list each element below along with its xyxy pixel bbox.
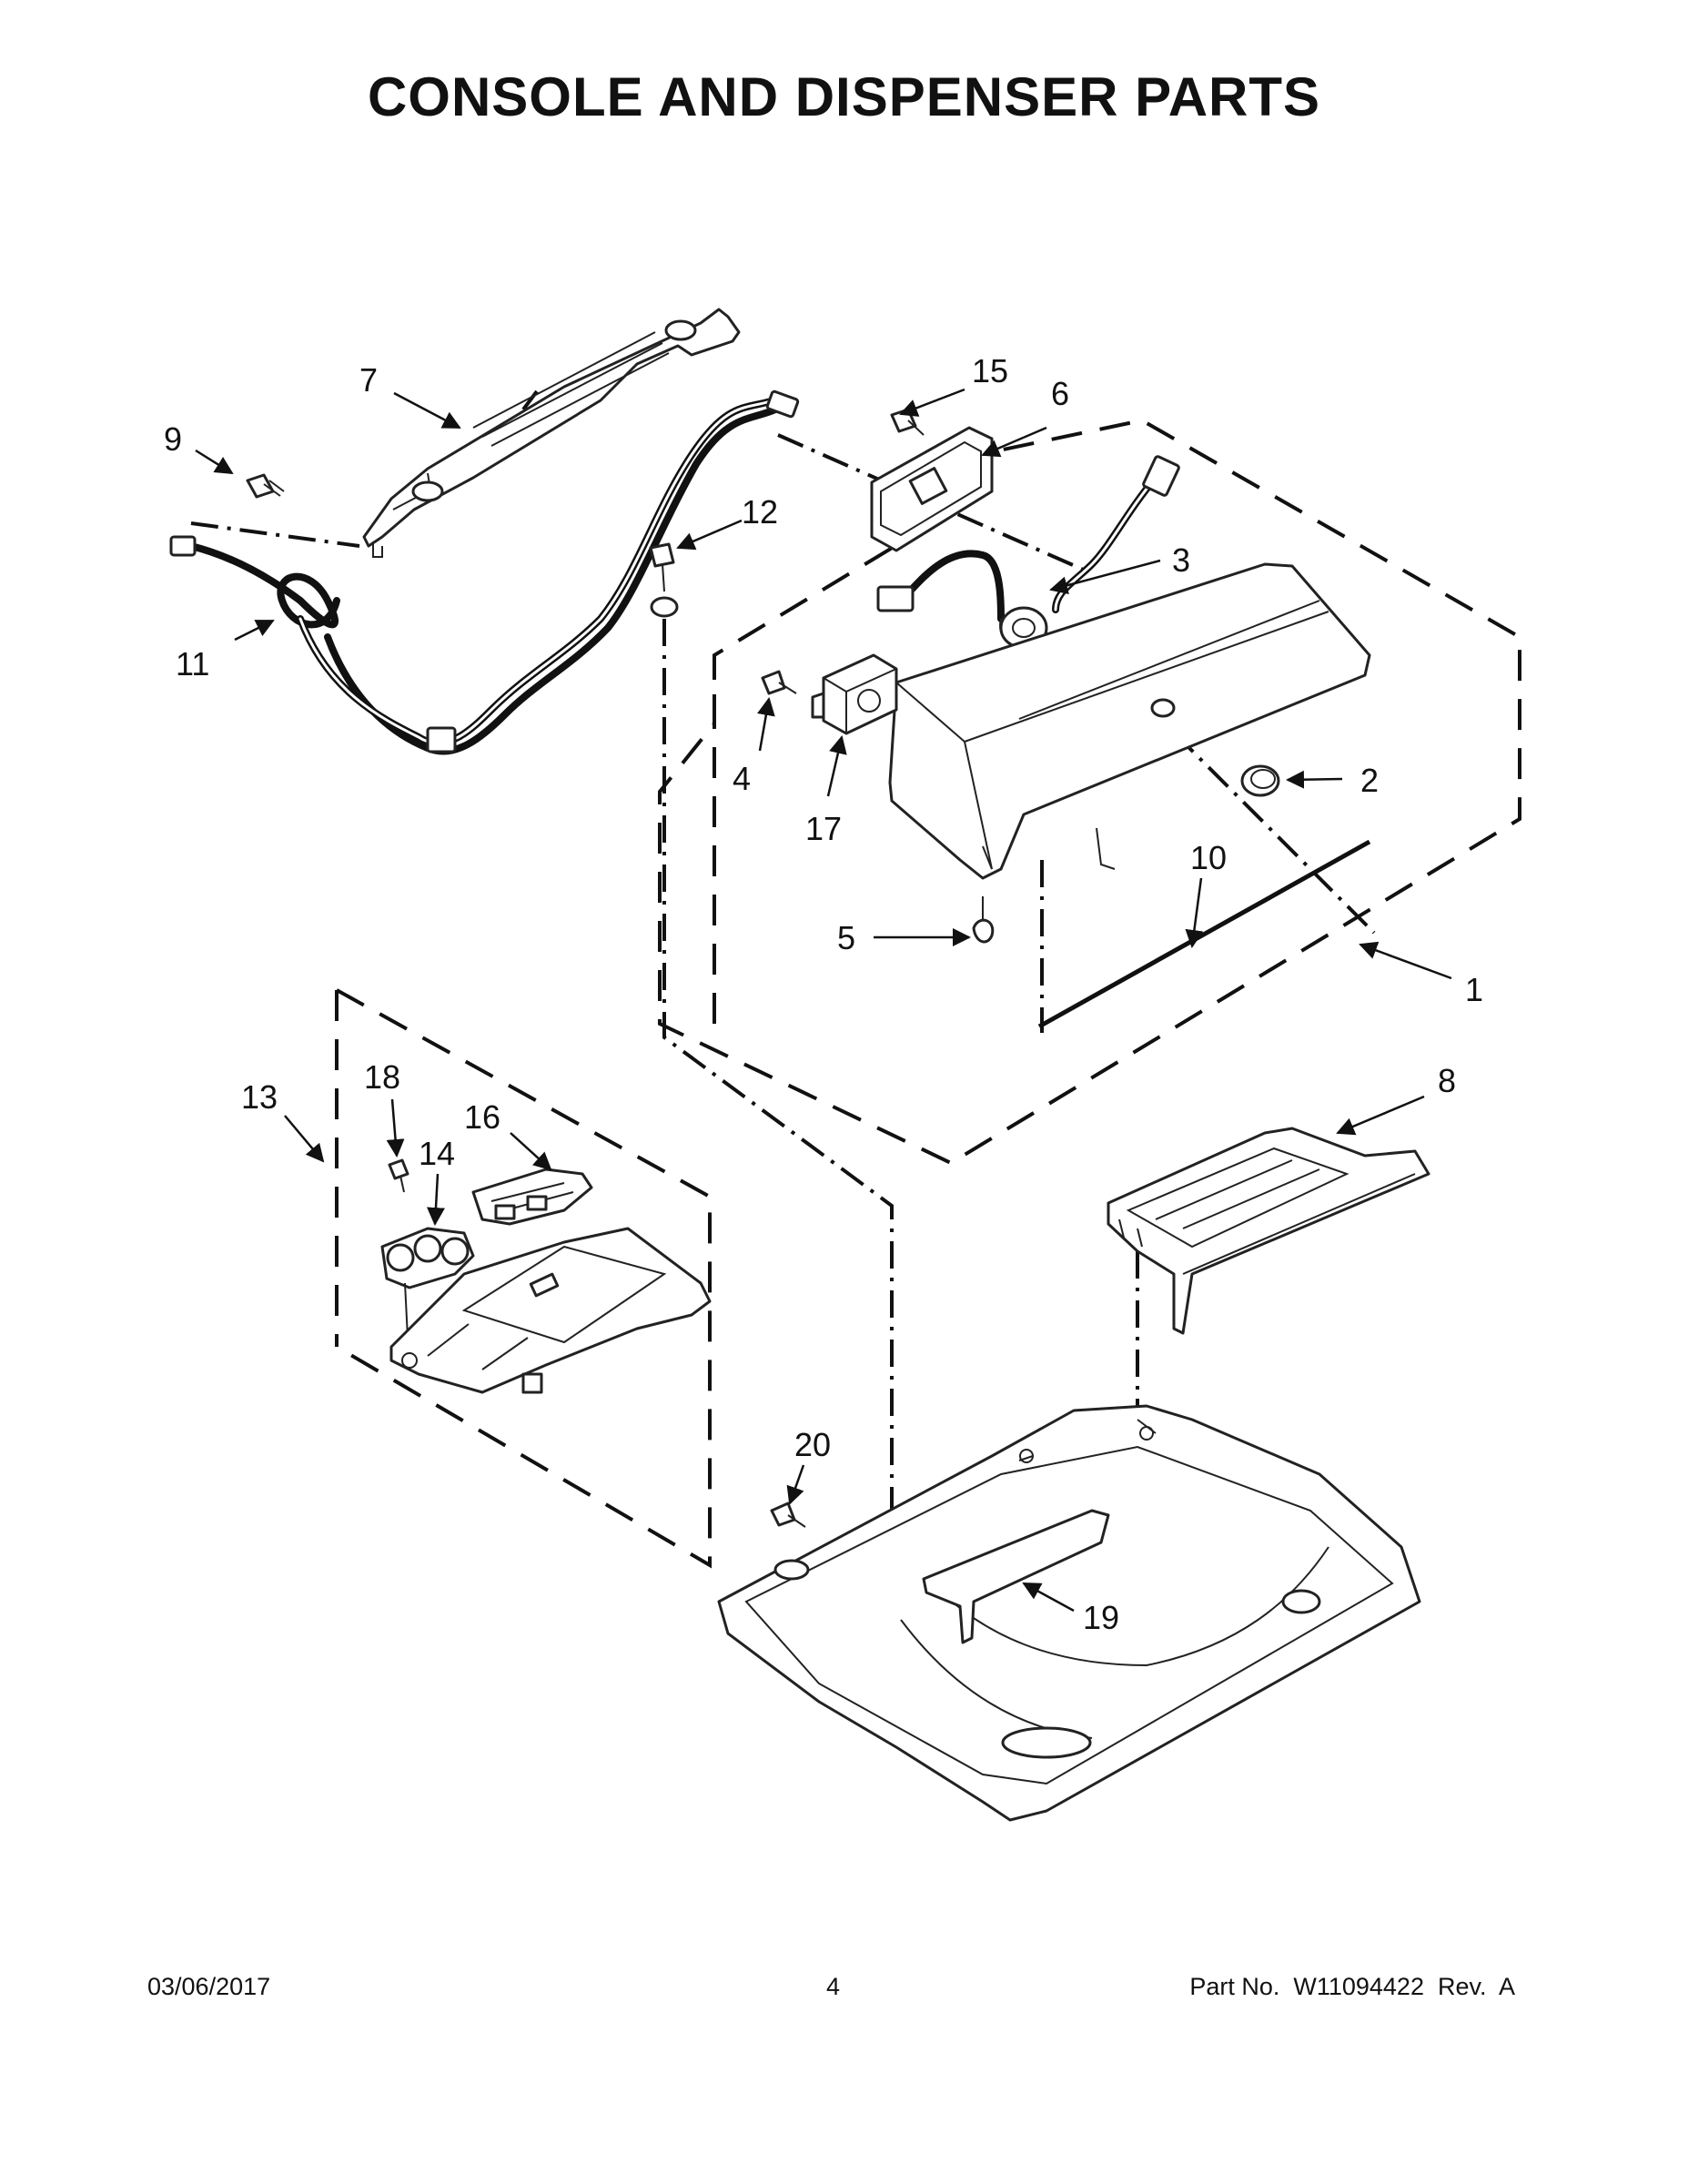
callout-10: 10: [1190, 839, 1227, 876]
callout-labels: 1 2 3 4 5 6 7 8 9 10 11 12 13 14 15 16 1…: [164, 352, 1483, 1636]
callout-16: 16: [464, 1098, 500, 1136]
callout-14: 14: [419, 1135, 455, 1172]
console-assembly-outline: [658, 418, 1521, 1166]
valve-part-14: [380, 1227, 475, 1339]
callout-6: 6: [1051, 375, 1069, 412]
callout-19: 19: [1083, 1599, 1119, 1636]
screw-part-20: [770, 1502, 806, 1528]
callout-17: 17: [805, 810, 842, 847]
callout-18: 18: [364, 1058, 400, 1096]
callout-5: 5: [837, 919, 855, 956]
footer-page-number: 4: [826, 1973, 841, 2000]
callout-4: 4: [733, 760, 751, 797]
module-part-17: [811, 653, 898, 735]
callout-8: 8: [1438, 1062, 1456, 1099]
screw-part-18: [388, 1158, 409, 1193]
callout-12: 12: [742, 493, 778, 531]
base-panel-part: [717, 1404, 1421, 1822]
power-cord-part: [169, 389, 800, 755]
callout-9: 9: [164, 420, 182, 458]
callout-leaders: [195, 388, 1452, 1613]
callout-11: 11: [176, 645, 209, 682]
page-title: CONSOLE AND DISPENSER PARTS: [367, 66, 1321, 127]
callout-20: 20: [794, 1426, 831, 1463]
callout-7: 7: [359, 361, 378, 399]
harness-part-16: [471, 1168, 593, 1226]
rod-part-10: [1037, 839, 1371, 1029]
ground-screw-part-12: [649, 542, 675, 592]
ui-board-part: [870, 426, 994, 552]
callout-13: 13: [241, 1078, 278, 1116]
callout-2: 2: [1360, 762, 1379, 799]
screw-part-15: [890, 408, 925, 436]
bracket-part-19: [922, 1509, 1110, 1644]
cap-part-2: [1240, 764, 1280, 797]
dispenser-drawer-part: [1107, 1127, 1430, 1335]
screw-part-9: [246, 473, 285, 499]
control-board-part: [389, 1227, 712, 1394]
footer-part-number: Part No. W11094422 Rev. A: [1189, 1973, 1515, 2000]
callout-15: 15: [972, 352, 1008, 389]
screw-part-4: [761, 670, 797, 695]
control-assembly-outline: [335, 988, 712, 1569]
footer-date: 03/06/2017: [147, 1973, 271, 2000]
console-body-part: [888, 562, 1371, 880]
callout-3: 3: [1172, 541, 1190, 579]
callout-1: 1: [1465, 971, 1483, 1008]
clip-part-5: [972, 896, 995, 944]
rear-panel-part: [362, 308, 741, 558]
